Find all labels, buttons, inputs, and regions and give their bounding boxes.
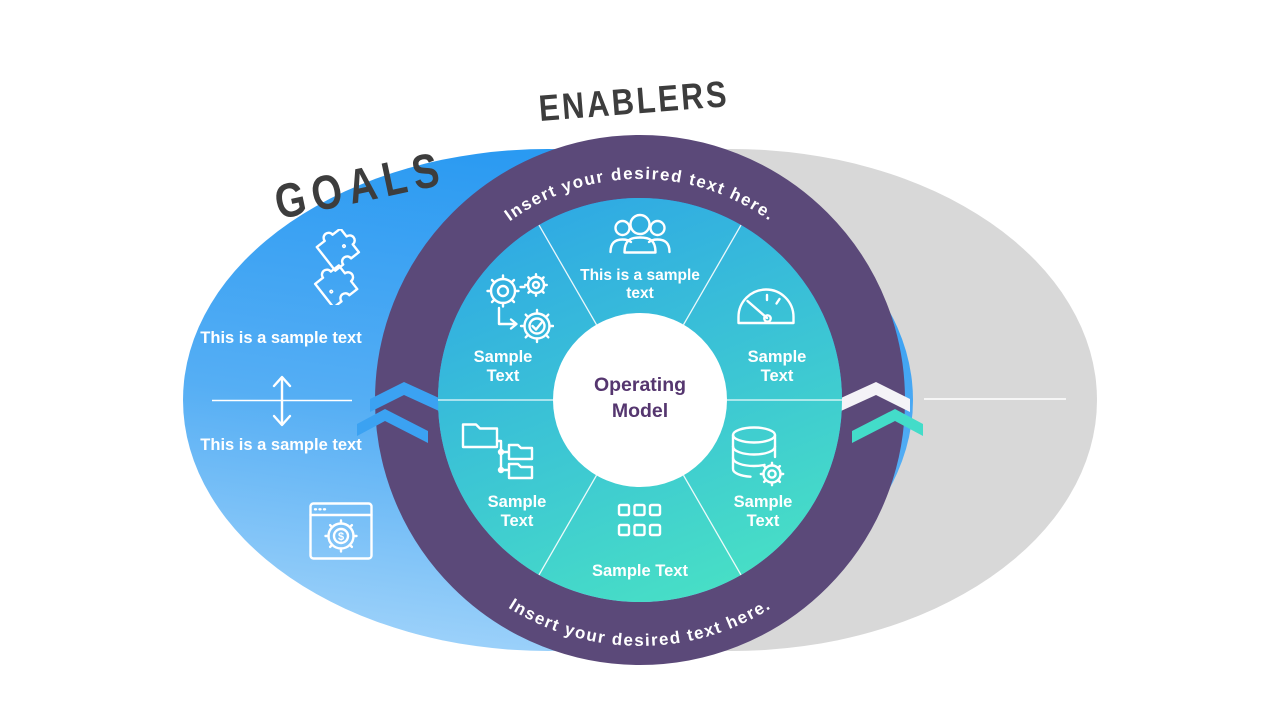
right-seam-chevron-white: [830, 382, 910, 416]
center-title: Operating Model: [593, 374, 687, 423]
updown-arrow-icon: [272, 375, 292, 427]
puzzle-icon: [313, 229, 361, 305]
segment-label-upper-right: Sample Text: [747, 348, 807, 386]
left-ellipse-text-top: This is a sample text: [200, 329, 362, 347]
speedometer-icon: [737, 288, 795, 325]
dollar-glyph: $: [338, 531, 344, 543]
people-icon: [609, 213, 671, 254]
segment-label-lower-right: Sample Text: [733, 493, 793, 531]
browser-gear-dollar-icon: $: [309, 502, 373, 560]
left-seam-chevron-upper: [370, 382, 450, 416]
segment-dividers: [438, 224, 842, 576]
purple-ring: [375, 135, 905, 665]
left-seam-chevron-lower: [357, 409, 428, 443]
gears-check-icon: [486, 273, 554, 344]
segment-label-top: This is a sample text: [580, 267, 700, 303]
segment-label-upper-left: Sample Text: [473, 348, 533, 386]
right-seam-chevron-teal: [852, 409, 923, 443]
database-gear-icon: [731, 426, 785, 487]
left-ellipse-text-bottom: This is a sample text: [200, 436, 362, 454]
center-circle: [553, 313, 727, 487]
folder-tree-icon: [461, 423, 534, 480]
segment-label-lower-left: Sample Text: [487, 493, 547, 531]
squares-grid-icon: [617, 503, 662, 537]
segment-label-bottom: Sample Text: [592, 562, 688, 580]
